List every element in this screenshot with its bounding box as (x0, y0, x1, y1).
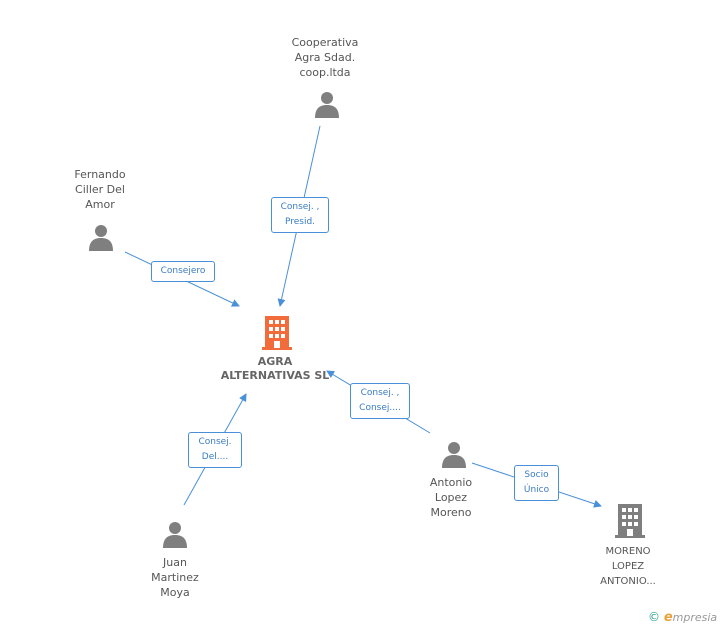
node-label-juan[interactable]: Juan Martinez Moya (151, 556, 199, 599)
edge-label-antonio-moreno[interactable]: Socio Único (514, 465, 559, 501)
person-icon[interactable] (440, 440, 468, 468)
edge-label-fernando-agra[interactable]: Consejero (151, 261, 215, 282)
edge-label-antonio-agra[interactable]: Consej. , Consej.... (350, 383, 410, 419)
person-icon[interactable] (313, 90, 341, 118)
edge-label-juan-agra[interactable]: Consej. Del.... (188, 432, 242, 468)
brand-logo: empresia (663, 610, 718, 625)
node-label-agra[interactable]: AGRA ALTERNATIVAS SL (220, 355, 330, 382)
building-icon[interactable] (262, 316, 292, 350)
brand-footer: © empresia (648, 610, 717, 625)
node-label-cooperativa[interactable]: Cooperativa Agra Sdad. coop.ltda (291, 36, 359, 79)
node-label-antonio[interactable]: Antonio Lopez Moreno (429, 476, 473, 519)
node-label-moreno[interactable]: MORENO LOPEZ ANTONIO... (600, 546, 656, 587)
copyright-icon: © (648, 610, 660, 624)
building-icon[interactable] (615, 504, 645, 538)
node-label-fernando[interactable]: Fernando Ciller Del Amor (74, 168, 126, 211)
person-icon[interactable] (87, 223, 115, 251)
person-icon[interactable] (161, 520, 189, 548)
edge-label-coop-agra[interactable]: Consej. , Presid. (271, 197, 329, 233)
